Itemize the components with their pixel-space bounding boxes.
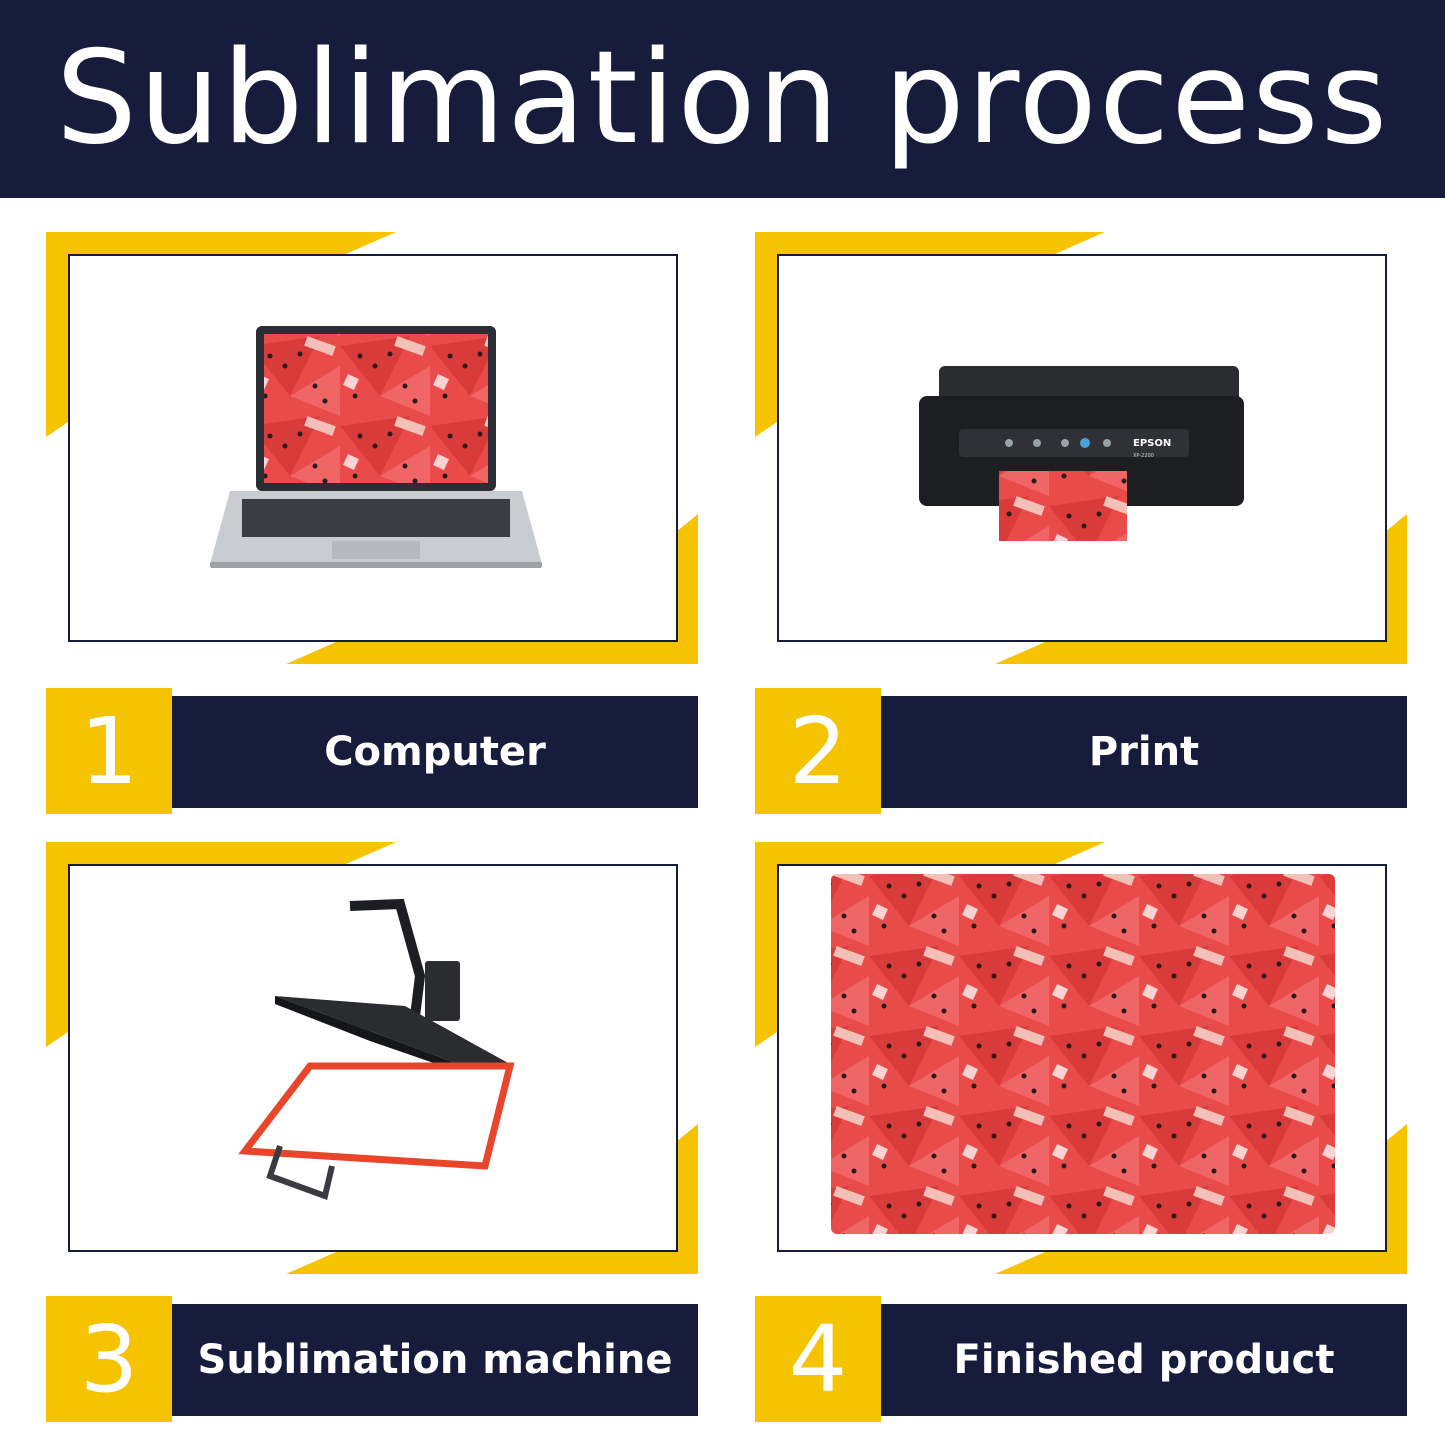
step-4-frame [777,864,1387,1252]
printer-icon: EPSON XP-2200 [919,366,1244,541]
heat-press-icon [238,898,515,1200]
printer-brand: EPSON [1133,438,1171,449]
step-3-number: 3 [46,1296,172,1422]
yellow-corner-decoration [755,842,1407,1274]
step-2-card: EPSON XP-2200 [755,232,1407,664]
step-4-number: 4 [755,1296,881,1422]
yellow-corner-decoration [46,842,698,1274]
step-2-label: Print [881,696,1407,808]
laptop-icon [210,326,542,568]
step-4-label-row: 4 Finished product [755,1296,1407,1422]
watermelon-blanket-image [831,874,1335,1234]
step-3-frame [68,864,678,1252]
step-4-label: Finished product [881,1304,1407,1416]
step-1-label-row: 1 Computer [46,688,698,814]
step-2-number: 2 [755,688,881,814]
step-3-label-row: 3 Sublimation machine [46,1296,698,1422]
printer-model: XP-2200 [1133,453,1154,459]
page-title: Sublimation process [55,24,1390,173]
page-header: Sublimation process [0,0,1445,198]
step-3-label: Sublimation machine [172,1304,698,1416]
step-1-card [46,232,698,664]
step-4-card [755,842,1407,1274]
step-1-number: 1 [46,688,172,814]
step-1-frame [68,254,678,642]
yellow-corner-decoration [46,232,698,664]
step-1-label: Computer [172,696,698,808]
step-2-label-row: 2 Print [755,688,1407,814]
step-3-card [46,842,698,1274]
yellow-corner-decoration [755,232,1407,664]
step-2-frame: EPSON XP-2200 [777,254,1387,642]
